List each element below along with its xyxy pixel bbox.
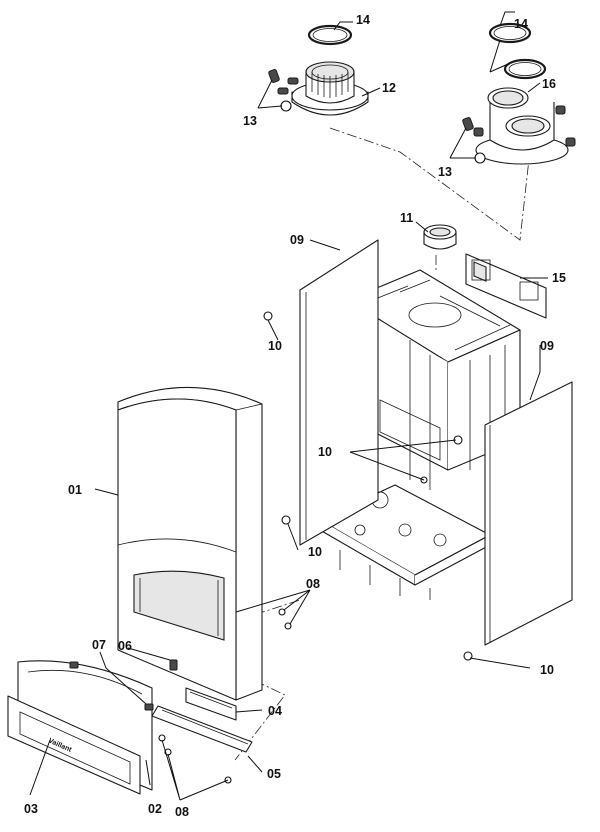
label-05: 05 — [267, 767, 281, 781]
seal-rings-14-right — [488, 22, 547, 80]
clip-06 — [169, 659, 178, 671]
label-14: 14 — [514, 17, 528, 31]
label-09: 09 — [540, 339, 554, 353]
label-16: 16 — [542, 77, 556, 91]
label-02: 02 — [148, 802, 162, 816]
label-13: 13 — [243, 114, 257, 128]
front-flap-03: Vaillant — [7, 661, 154, 795]
front-casing-01 — [117, 386, 263, 701]
label-08: 08 — [306, 577, 320, 591]
flue-adaptor-12 — [277, 61, 369, 116]
label-07: 07 — [92, 638, 106, 652]
alignment-lines — [189, 127, 531, 761]
bracket-04 — [185, 687, 237, 721]
label-13: 13 — [438, 165, 452, 179]
label-11: 11 — [400, 211, 413, 225]
label-06: 06 — [118, 639, 132, 653]
label-10: 10 — [268, 339, 282, 353]
label-09: 09 — [290, 233, 304, 247]
seal-ring-14-left — [307, 24, 353, 46]
label-03: 03 — [24, 802, 38, 816]
label-14: 14 — [356, 13, 370, 27]
leader-lines — [29, 11, 548, 801]
label-10: 10 — [540, 663, 554, 677]
label-10: 10 — [308, 545, 322, 559]
label-01: 01 — [68, 483, 82, 497]
label-15: 15 — [552, 271, 566, 285]
label-10: 10 — [318, 445, 332, 459]
side-panel-09-left — [299, 239, 379, 546]
boiler-chassis — [319, 269, 521, 600]
plate-15 — [465, 253, 547, 319]
label-12: 12 — [382, 81, 396, 95]
flue-collar-11 — [423, 224, 457, 250]
part-labels: 14 14 12 16 13 13 09 11 15 10 09 10 01 1… — [24, 13, 566, 819]
screws-13 — [268, 69, 486, 164]
twin-flue-adaptor-16 — [473, 87, 576, 165]
label-08: 08 — [175, 805, 189, 819]
side-panel-09-right — [484, 381, 573, 646]
label-04: 04 — [268, 704, 282, 718]
bracket-05 — [151, 705, 253, 753]
